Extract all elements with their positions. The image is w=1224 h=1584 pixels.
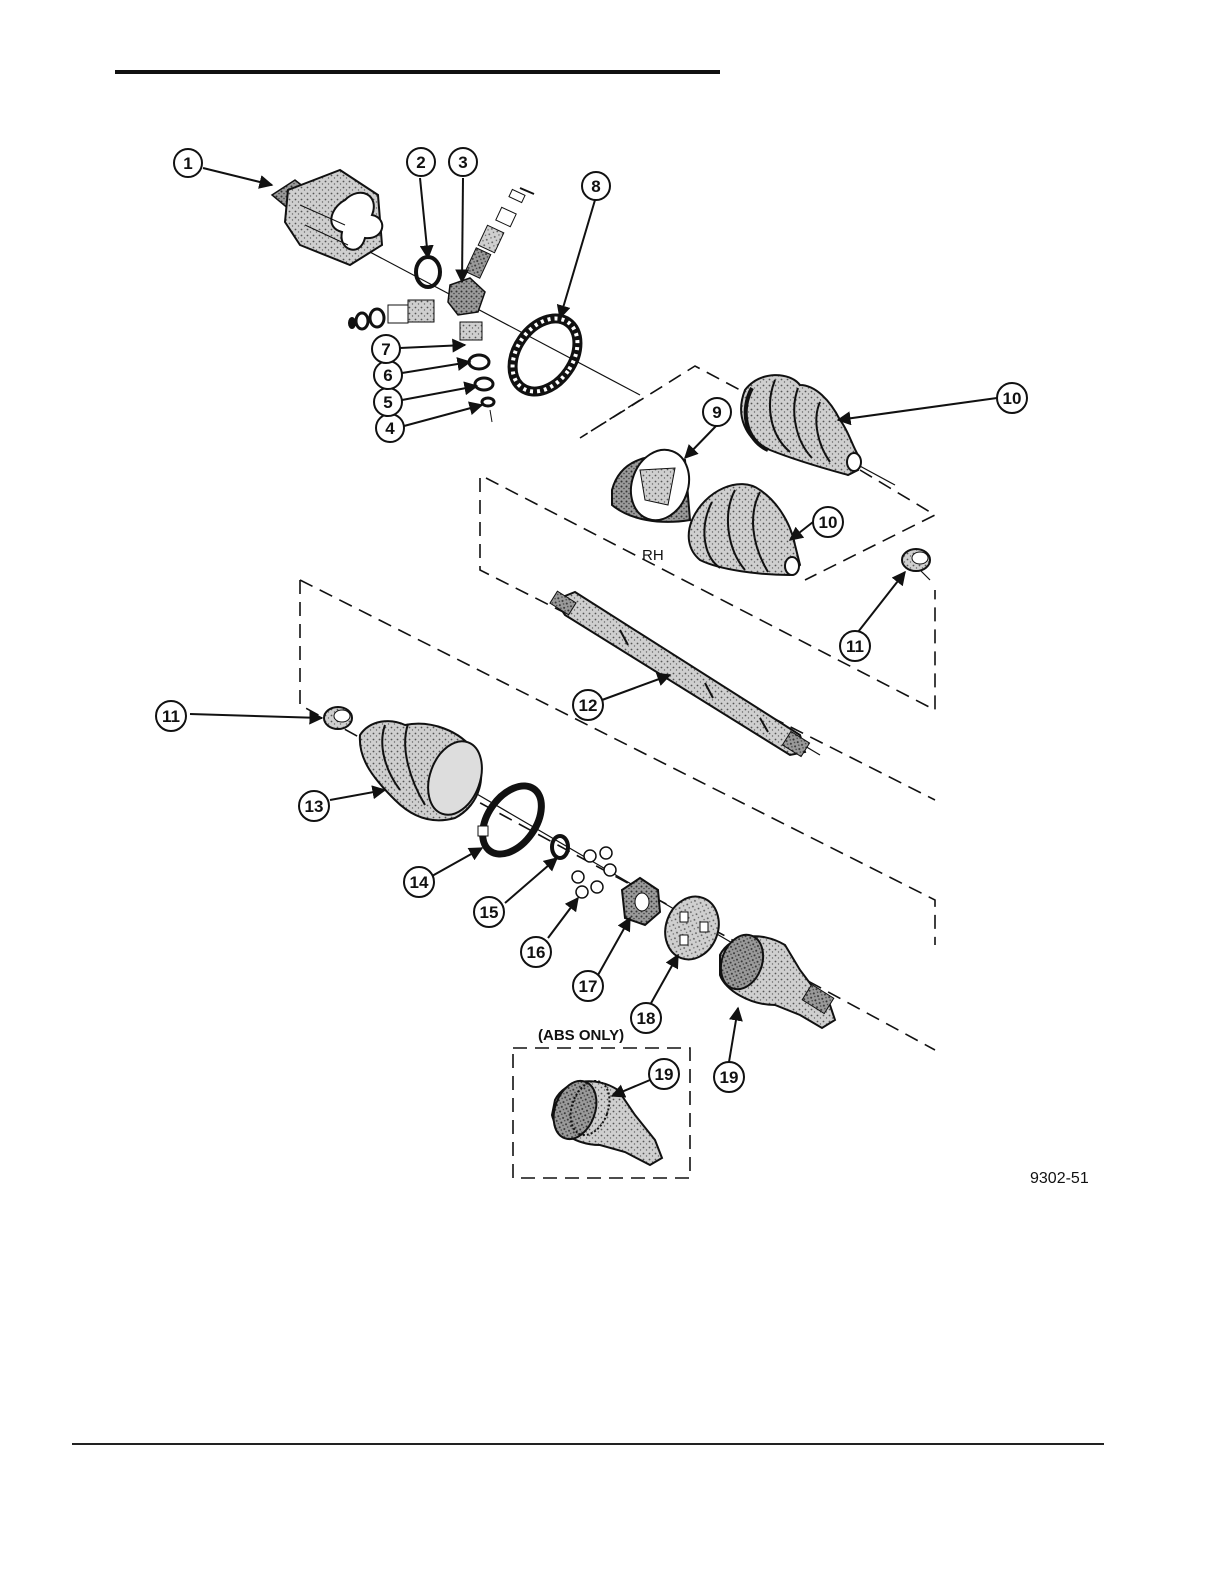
axis-lines: [300, 215, 930, 1000]
part-11-clamp-left: [324, 707, 352, 729]
callout-1: 1: [174, 149, 202, 177]
callout-19: 19: [714, 1062, 744, 1092]
callout-15: 15: [474, 897, 504, 927]
callout-12: 12: [573, 690, 603, 720]
callout-14: 14: [404, 867, 434, 897]
callout-4: 4: [376, 414, 404, 442]
part-10-boot-upper: [741, 375, 861, 475]
callout-9: 9: [703, 398, 731, 426]
abs-only-label: (ABS ONLY): [538, 1027, 624, 1044]
svg-text:12: 12: [579, 696, 598, 715]
callout-3: 3: [449, 148, 477, 176]
svg-text:8: 8: [591, 177, 600, 196]
svg-text:17: 17: [579, 977, 598, 996]
part-18-ball-cage: [657, 889, 728, 967]
svg-text:11: 11: [162, 707, 180, 726]
part-1-tripod-housing: [272, 170, 382, 265]
svg-text:10: 10: [1003, 389, 1022, 408]
svg-text:6: 6: [383, 366, 392, 385]
callout-11-right: 11: [840, 631, 870, 661]
part-19-outer-cv-housing: [714, 929, 835, 1028]
callout-6: 6: [374, 361, 402, 389]
part-14-clamp-ring: [471, 775, 554, 865]
side-label: RH: [642, 547, 664, 564]
callout-10-rh: 10: [813, 507, 843, 537]
part-8-clamp-ring: [499, 306, 591, 404]
part-17-inner-race: [622, 878, 660, 925]
part-13-outer-boot: [360, 721, 492, 822]
part-12-axle-shaft: [550, 591, 810, 756]
svg-text:1: 1: [183, 154, 192, 173]
callout-7: 7: [372, 335, 400, 363]
callout-8: 8: [582, 172, 610, 200]
svg-text:19: 19: [720, 1068, 739, 1087]
svg-text:19: 19: [655, 1065, 674, 1084]
callout-19-abs: 19: [649, 1059, 679, 1089]
svg-text:18: 18: [637, 1009, 656, 1028]
part-16-balls: [572, 847, 616, 898]
part-10-boot-rh: [689, 484, 800, 575]
callout-11-left: 11: [156, 701, 186, 731]
part-11-clamp-right: [902, 549, 930, 571]
svg-text:14: 14: [410, 873, 429, 892]
svg-text:4: 4: [385, 419, 395, 438]
svg-text:13: 13: [305, 797, 324, 816]
svg-text:5: 5: [383, 393, 392, 412]
callout-18: 18: [631, 1003, 661, 1033]
callout-10-upper: 10: [997, 383, 1027, 413]
svg-text:15: 15: [480, 903, 499, 922]
svg-text:3: 3: [458, 153, 467, 172]
svg-text:7: 7: [381, 340, 390, 359]
callout-2: 2: [407, 148, 435, 176]
part-19-outer-cv-housing-abs: [546, 1075, 662, 1165]
callout-5: 5: [374, 388, 402, 416]
callout-16: 16: [521, 937, 551, 967]
svg-text:2: 2: [416, 153, 425, 172]
svg-text:9: 9: [712, 403, 721, 422]
callout-17: 17: [573, 971, 603, 1001]
part-9-housing-adapter: [612, 442, 699, 529]
callout-13: 13: [299, 791, 329, 821]
figure-number: 9302-51: [1030, 1170, 1089, 1187]
svg-text:11: 11: [846, 637, 864, 656]
svg-text:10: 10: [819, 513, 838, 532]
svg-text:16: 16: [527, 943, 546, 962]
